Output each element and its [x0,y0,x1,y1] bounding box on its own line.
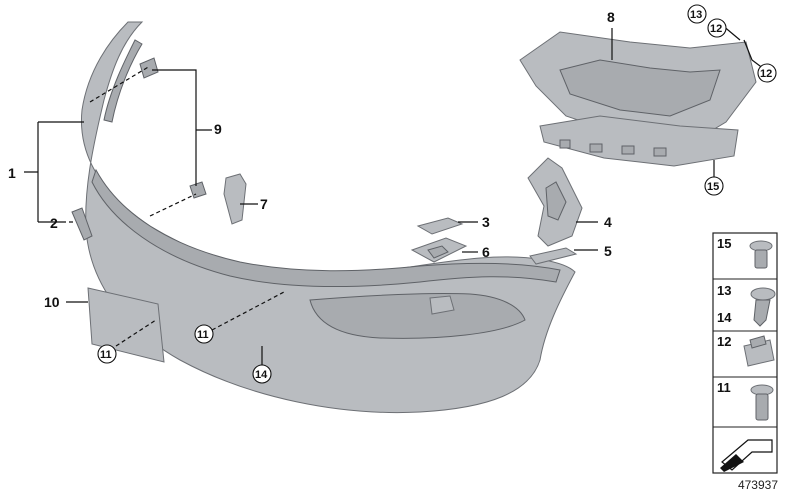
callout-3: 3 [482,214,490,230]
callout-9: 9 [214,121,222,137]
callout-11a: 11 [100,349,112,361]
cover-part-6[interactable] [410,237,468,263]
callout-14: 14 [255,369,268,381]
callout-11b: 11 [197,329,209,341]
callout-2: 2 [50,215,58,231]
legend-label-12: 12 [717,334,731,349]
callout-13: 13 [690,9,702,21]
callout-6: 6 [482,244,490,260]
callout-1: 1 [8,165,16,181]
bracket-part-9[interactable] [139,57,207,199]
legend-label-15: 15 [717,236,731,251]
callout-10: 10 [44,294,60,310]
speed-nut-12-icon [743,335,775,367]
grille-part-4[interactable] [527,157,583,247]
carrier-part-8[interactable] [519,31,757,167]
callout-5: 5 [604,243,612,259]
cover-part-3[interactable] [416,217,464,235]
bumper-cover-part[interactable] [80,21,576,413]
diagram-number: 473937 [737,478,778,492]
callout-labels: 1 2 3 4 5 6 7 8 9 10 11 11 12 12 13 14 1… [8,4,777,384]
clip-part-2[interactable] [71,207,93,241]
callout-8: 8 [607,9,615,25]
trim-part-5[interactable] [529,247,578,265]
legend-label-11: 11 [717,380,731,395]
expanding-rivet-13-14-icon [750,287,776,327]
clip-fastener-15-icon [749,240,773,269]
plate-base-part-10[interactable] [87,287,165,363]
legend-label-13: 13 [717,283,731,298]
callout-12b: 12 [760,68,772,80]
callout-4: 4 [604,214,612,230]
fastener-legend: 15 13 14 12 11 [712,232,778,474]
legend-label-14: 14 [717,310,732,325]
callout-15: 15 [707,181,719,193]
callout-12a: 12 [710,23,722,35]
bracket-part-7[interactable] [223,173,247,225]
orientation-arrow-icon [720,439,773,472]
screw-11-icon [750,384,774,421]
callout-7: 7 [260,196,268,212]
